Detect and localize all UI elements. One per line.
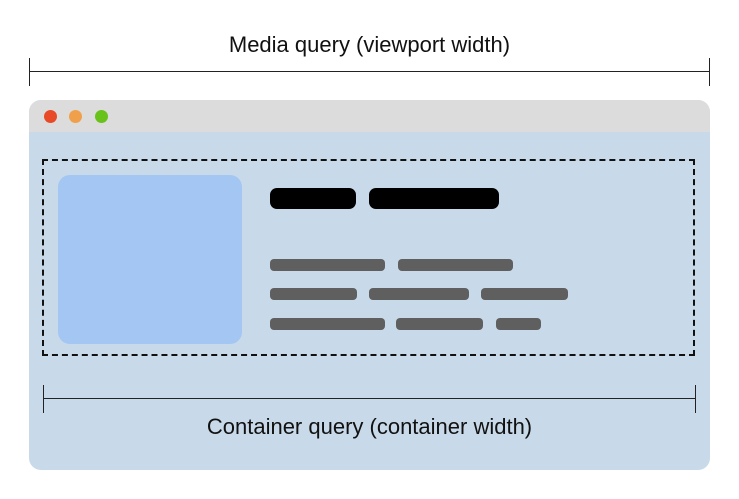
browser-window: Container query (container width) bbox=[29, 100, 710, 470]
close-window-dot-icon bbox=[44, 110, 57, 123]
maximize-window-dot-icon bbox=[95, 110, 108, 123]
text-line-placeholder bbox=[270, 259, 385, 271]
query-container-outline bbox=[42, 159, 695, 356]
text-line-placeholder bbox=[396, 318, 483, 330]
media-query-left-tick bbox=[29, 58, 30, 86]
text-line-placeholder bbox=[270, 318, 385, 330]
media-query-label: Media query (viewport width) bbox=[228, 32, 511, 57]
minimize-window-dot-icon bbox=[69, 110, 82, 123]
card-image-placeholder bbox=[58, 175, 242, 344]
text-line-placeholder bbox=[481, 288, 568, 300]
container-query-dimension-line bbox=[43, 398, 696, 399]
heading-placeholder bbox=[369, 188, 499, 209]
container-query-label: Container query (container width) bbox=[206, 414, 533, 439]
media-query-dimension-line bbox=[29, 71, 710, 72]
container-query-left-tick bbox=[43, 385, 44, 413]
browser-titlebar bbox=[29, 100, 710, 132]
container-query-right-tick bbox=[695, 385, 696, 413]
heading-placeholder bbox=[270, 188, 356, 209]
text-line-placeholder bbox=[270, 288, 357, 300]
text-line-placeholder bbox=[398, 259, 513, 271]
media-query-right-tick bbox=[709, 58, 710, 86]
text-line-placeholder bbox=[496, 318, 541, 330]
text-line-placeholder bbox=[369, 288, 469, 300]
